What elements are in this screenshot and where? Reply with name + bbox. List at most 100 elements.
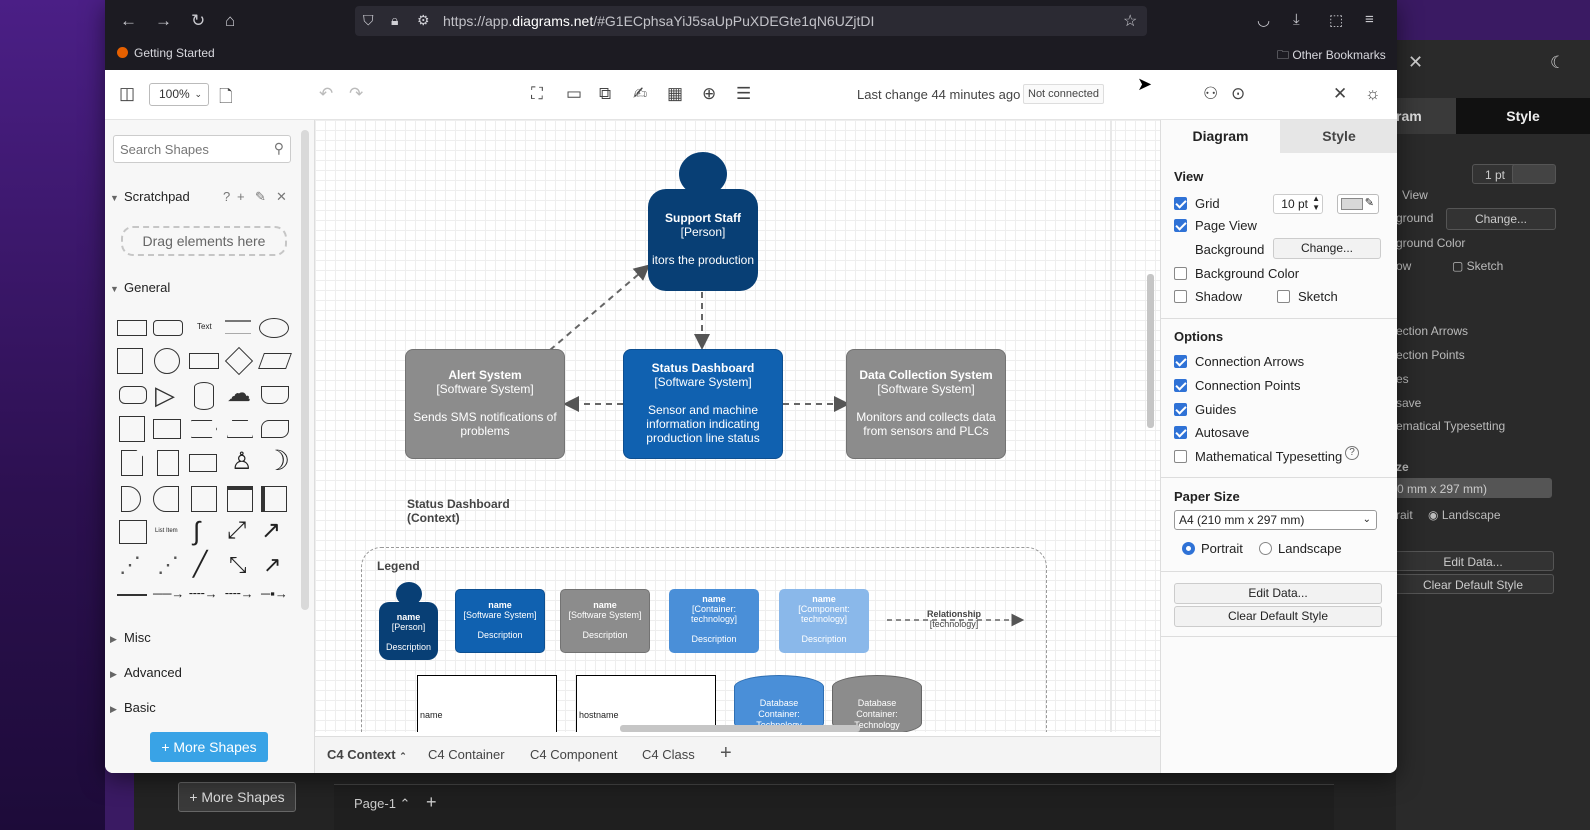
pocket-icon[interactable]: ◡	[1257, 12, 1271, 29]
shape-arrow[interactable]: ↗	[261, 517, 282, 544]
legend-software-system-grey[interactable]: name[Software System]Description	[560, 589, 650, 653]
home-icon[interactable]: ⌂	[225, 11, 236, 30]
legend-container-box[interactable]: name[Container: technology]Description	[669, 589, 759, 653]
clear-default-style-button[interactable]: Clear Default Style	[1174, 606, 1382, 627]
shadow-checkbox[interactable]: Shadow	[1174, 289, 1242, 304]
reload-icon[interactable]: ↻	[191, 11, 206, 30]
bg-more-shapes-button[interactable]: + More Shapes	[178, 782, 296, 812]
shield-icon[interactable]: ⛉	[363, 12, 374, 28]
tab-c4-component[interactable]: C4 Component	[530, 747, 618, 762]
shape-trapezoid[interactable]	[227, 420, 253, 438]
scratchpad-edit-icon[interactable]: ✎	[255, 189, 266, 204]
bg-theme-icon[interactable]: ☾	[1550, 53, 1566, 72]
back-icon[interactable]: ←	[120, 11, 137, 30]
shape-bidirectional-arrow[interactable]: ⤢	[227, 517, 247, 544]
fit-icon[interactable]: ⛶	[531, 84, 543, 103]
connection-arrows-checkbox[interactable]: Connection Arrows	[1174, 354, 1304, 369]
bg-tools-icon[interactable]: ✕	[1408, 52, 1424, 72]
shape-cylinder[interactable]	[194, 382, 214, 410]
shape-link-box[interactable]: ─▪→	[261, 586, 288, 601]
tab-c4-class[interactable]: C4 Class	[642, 747, 695, 762]
bg-edit-data-button[interactable]: Edit Data...	[1392, 551, 1554, 571]
scratchpad-close-icon[interactable]: ✕	[276, 189, 287, 204]
shape-connector[interactable]: ↗	[263, 552, 282, 577]
menu-icon[interactable]: ≡	[1365, 11, 1374, 28]
shape-process[interactable]	[189, 353, 219, 369]
redo-icon[interactable]: ↷	[349, 84, 364, 103]
lock-icon[interactable]: 🔒︎	[391, 12, 399, 28]
diagram-canvas[interactable]: Support Staff [Person] itors the product…	[315, 120, 1160, 732]
paper-size-select[interactable]: A4 (210 mm x 297 mm)⌄	[1174, 510, 1377, 530]
shape-dashed-line[interactable]: ⋰	[119, 552, 141, 577]
shape-link-dashed[interactable]: ╌╌→	[189, 586, 218, 601]
bg-page-tab[interactable]: Page-1 ⌃	[354, 796, 411, 811]
shape-square[interactable]	[117, 348, 143, 374]
shape-parallelogram[interactable]	[258, 353, 292, 369]
tab-diagram[interactable]: Diagram	[1161, 120, 1280, 153]
url-bar[interactable]: ⛉ 🔒︎ ⚙ https://app.diagrams.net/#G1ECphs…	[355, 6, 1147, 36]
bookmark-star-icon[interactable]: ☆	[1123, 13, 1138, 30]
section-general[interactable]: ▼General	[110, 280, 171, 295]
page-icon[interactable]: 🗋︎	[219, 87, 233, 106]
shape-heading[interactable]	[225, 320, 251, 334]
more-shapes-button[interactable]: + More Shapes	[150, 732, 268, 762]
bg-clear-style-button[interactable]: Clear Default Style	[1392, 574, 1554, 594]
portrait-radio[interactable]: Portrait	[1182, 541, 1243, 556]
bg-tab-style[interactable]: Style	[1456, 98, 1590, 134]
shape-ellipse[interactable]	[259, 318, 289, 338]
grid-color-swatch[interactable]: ✎	[1337, 194, 1379, 214]
shape-card[interactable]	[157, 450, 179, 476]
grid-size-input[interactable]: 10 pt▲▼	[1273, 194, 1323, 214]
shape-diamond[interactable]	[224, 346, 254, 376]
shape-line[interactable]: ╱	[193, 551, 208, 578]
shape-actor[interactable]: ♙	[231, 448, 253, 475]
search-input[interactable]: Search Shapes⚲	[113, 135, 291, 163]
freehand-icon[interactable]: ✍︎	[633, 84, 648, 103]
downloads-icon[interactable]: ⤓	[1293, 11, 1300, 28]
page-view-checkbox[interactable]: Page View	[1174, 218, 1257, 233]
undo-icon[interactable]: ↶	[319, 84, 334, 103]
shape-tape[interactable]	[261, 420, 289, 438]
shape-cloud[interactable]: ☁︎	[227, 380, 251, 407]
shape-dotted-line[interactable]: ⋰	[157, 552, 179, 577]
shape-thick-line[interactable]	[117, 594, 147, 596]
guides-checkbox[interactable]: Guides	[1174, 402, 1236, 417]
shape-text[interactable]: Text	[197, 322, 212, 331]
shape-data-storage[interactable]	[153, 486, 179, 512]
add-page-icon[interactable]: +	[720, 742, 732, 764]
shapes-icon[interactable]: ⧉	[599, 84, 612, 103]
section-scratchpad[interactable]: ▼Scratchpad	[110, 189, 190, 204]
data-collection-box[interactable]: Data Collection System [Software System]…	[846, 349, 1006, 459]
rectangle-icon[interactable]: ▭	[566, 84, 583, 103]
sidebar-scrollbar[interactable]	[301, 130, 309, 610]
autosave-checkbox[interactable]: Autosave	[1174, 425, 1249, 440]
alert-system-box[interactable]: Alert System [Software System] Sends SMS…	[405, 349, 565, 459]
chevron-up-icon[interactable]: ⌃	[399, 751, 407, 761]
zoom-select[interactable]: 100%⌄	[149, 83, 209, 106]
shape-link-open[interactable]: ╌╌→	[225, 586, 254, 601]
comment-icon[interactable]: ☰	[736, 84, 752, 103]
diagram-caption[interactable]: Status Dashboard (Context)	[407, 497, 510, 525]
last-change-text[interactable]: Last change 44 minutes ago	[857, 87, 1021, 102]
bg-change-button[interactable]: Change...	[1446, 208, 1556, 230]
legend-container[interactable]	[361, 547, 1047, 732]
shape-swimlane[interactable]	[227, 486, 253, 512]
bg-tab-diagram[interactable]: ram	[1396, 98, 1456, 134]
shape-document[interactable]	[261, 386, 289, 404]
shape-list-item[interactable]: List Item	[155, 528, 178, 534]
shape-vertical-swimlane[interactable]	[261, 486, 287, 512]
bg-sketch-checkbox[interactable]: ▢ Sketch	[1452, 259, 1504, 273]
eyedropper-icon[interactable]: ✎	[1364, 197, 1374, 209]
background-color-checkbox[interactable]: Background Color	[1174, 266, 1299, 281]
bookmark-getting-started[interactable]: Getting Started	[117, 46, 215, 60]
shape-callout[interactable]	[189, 454, 217, 472]
shape-double-arrow[interactable]: ⤡	[229, 552, 247, 577]
status-dashboard-box[interactable]: Status Dashboard [Software System] Senso…	[623, 349, 783, 459]
math-typesetting-checkbox[interactable]: Mathematical Typesetting	[1174, 449, 1342, 464]
shape-hexagon[interactable]	[119, 386, 147, 404]
shape-cube[interactable]	[153, 419, 181, 439]
help-icon[interactable]: ?	[1345, 446, 1359, 460]
format-tools-icon[interactable]: ✕	[1333, 84, 1348, 103]
section-misc[interactable]: ▶Misc	[110, 630, 151, 645]
